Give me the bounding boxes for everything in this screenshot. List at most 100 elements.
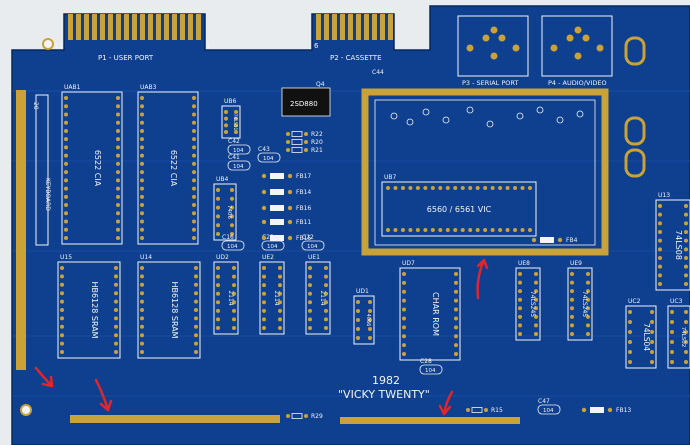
cap-value-label: 104 <box>267 244 278 250</box>
transistor-q4 <box>281 87 331 117</box>
pin-20-label: 20 <box>32 102 39 110</box>
ic-part-label: 74LS08 <box>674 230 683 260</box>
via-pad <box>576 110 584 118</box>
cap-ref-label: C41 <box>228 154 240 161</box>
right-slot <box>624 36 646 66</box>
c44-label: C44 <box>372 69 384 76</box>
transistor-part-label: 2SD880 <box>290 100 318 108</box>
cap-value-label: 104 <box>233 148 244 154</box>
cap-value-label: 104 <box>227 244 238 250</box>
passive-fb13: FB13 <box>581 407 631 414</box>
edge-finger <box>84 14 89 40</box>
user-port-edge-fingers <box>68 14 201 40</box>
passive-r29: R29 <box>286 413 323 420</box>
bottom-gold-strip-right <box>340 417 520 424</box>
cap-ref-label: C23 <box>262 234 274 241</box>
edge-finger <box>316 14 321 40</box>
ic-part-label: 6560 / 6561 VIC <box>427 205 492 214</box>
cap-value-label: 104 <box>263 156 274 162</box>
ic-part-label: 4066 <box>365 314 371 327</box>
via-pad <box>516 112 524 120</box>
ic-ref-label: UAB3 <box>140 84 157 91</box>
ic-ub7: UB7 6560 / 6561 VIC <box>381 174 537 237</box>
board-name-label: "VICKY TWENTY" <box>338 388 430 401</box>
ic-ref-label: UE9 <box>570 260 582 267</box>
ic-ref-label: UB4 <box>216 176 229 183</box>
passive-fb14: FB14 <box>261 189 311 196</box>
ic-ref-label: UE1 <box>308 254 320 261</box>
passive-r21: R21 <box>286 147 323 154</box>
ic-part-label: 2114 <box>319 290 326 305</box>
cap-value-label: 104 <box>425 368 436 374</box>
q4-label: Q4 <box>316 81 325 88</box>
passive-footprints: 104C42104C43104C41104C16104C23104C22104C… <box>221 106 631 420</box>
pin-1-label: 1 <box>206 42 210 50</box>
ic-ref-label: U13 <box>658 192 670 199</box>
ic-ref-label: UD2 <box>216 254 229 261</box>
edge-finger <box>140 14 145 40</box>
arrow-vic <box>476 258 489 300</box>
ic-part-label: 6522 CIA <box>93 150 102 187</box>
serial-port-footprint <box>457 15 529 77</box>
ic-ref-label: UC3 <box>670 298 683 305</box>
passive-fb16: FB16 <box>261 205 311 212</box>
cassette-edge-fingers <box>316 14 393 40</box>
ic-ref-label: UB7 <box>384 174 397 181</box>
cap-ref-label: C28 <box>420 358 432 365</box>
via-pad <box>422 108 430 116</box>
edge-finger <box>196 14 201 40</box>
ic-part-label: 2114 <box>273 290 280 305</box>
edge-finger <box>388 14 393 40</box>
edge-finger <box>180 14 185 40</box>
edge-finger <box>372 14 377 40</box>
arrow-left-edge <box>34 366 54 388</box>
passive-c43: 104 C43 <box>257 146 281 163</box>
ic-u13: U13 74LS08 <box>655 192 690 291</box>
cassette-label: P2 - CASSETTE <box>330 54 382 62</box>
pcb-texture <box>12 90 690 397</box>
edge-finger <box>116 14 121 40</box>
edge-finger <box>76 14 81 40</box>
ic-part-label: 74LS02 <box>680 327 686 348</box>
ferrite-ref-label: FB4 <box>566 237 578 244</box>
ic-uc3: UC3 74LS02 <box>667 298 690 369</box>
edge-finger <box>68 14 73 40</box>
audio-video-footprint <box>541 15 613 77</box>
arrow-bottom-left <box>94 378 113 412</box>
ic-ref-label: UD1 <box>356 288 369 295</box>
passive-fb17: FB17 <box>261 173 311 180</box>
passive-r22: R22 <box>286 131 323 138</box>
edge-finger <box>356 14 361 40</box>
pin-6-label: 6 <box>314 42 319 50</box>
cap-ref-label: C47 <box>538 398 550 405</box>
pcb-substrate <box>11 5 690 445</box>
resistor-ref-label: R29 <box>311 413 323 420</box>
via-pad <box>466 106 474 114</box>
cap-ref-label: C43 <box>258 146 270 153</box>
edge-finger <box>100 14 105 40</box>
ic-part-label: 74LS04 <box>642 323 651 351</box>
via-pad <box>536 106 544 114</box>
edge-finger <box>332 14 337 40</box>
ic-part-label: HB6128 SRAM <box>170 281 179 338</box>
ferrite-ref-label: FB15 <box>296 235 311 242</box>
edge-finger <box>108 14 113 40</box>
vic-shield-inner <box>374 99 596 246</box>
mounting-hole <box>20 404 32 416</box>
resistor-ref-label: R20 <box>311 139 323 146</box>
ferrite-ref-label: FB17 <box>296 173 311 180</box>
edge-finger <box>348 14 353 40</box>
keyboard-connector <box>35 94 49 246</box>
